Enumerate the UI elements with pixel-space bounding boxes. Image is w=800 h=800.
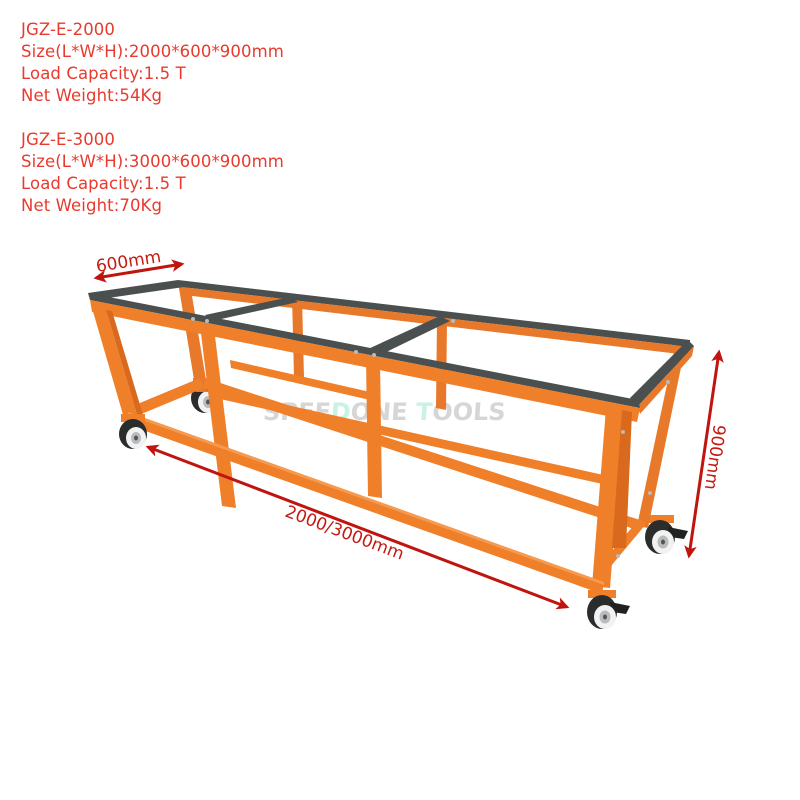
dimension-width: 600mm [93,247,185,283]
load-capacity: Load Capacity:1.5 T [21,64,186,83]
load-capacity: Load Capacity:1.5 T [21,174,186,193]
net-weight: Net Weight:70Kg [21,196,163,215]
dimension-length: 2000/3000mm [145,444,570,610]
bolts [191,317,670,558]
net-weight: Net Weight:54Kg [21,86,163,105]
model-name: JGZ-E-2000 [21,20,115,39]
size-spec: Size(L*W*H):3000*600*900mm [21,152,284,171]
product-specs: JGZ-E-2000 Size(L*W*H):2000*600*900mm Lo… [21,19,284,239]
caster-wheel-front-right [587,590,630,629]
frame-top [88,280,694,422]
model-name: JGZ-E-3000 [21,130,115,149]
spec-block-3000: JGZ-E-3000 Size(L*W*H):3000*600*900mm Lo… [21,129,284,217]
caster-wheel-front-left [119,414,147,449]
size-spec: Size(L*W*H):2000*600*900mm [21,42,284,61]
caster-wheel-back-right [645,515,688,554]
dimension-height: 900mm [684,349,729,559]
spec-block-2000: JGZ-E-2000 Size(L*W*H):2000*600*900mm Lo… [21,19,284,107]
